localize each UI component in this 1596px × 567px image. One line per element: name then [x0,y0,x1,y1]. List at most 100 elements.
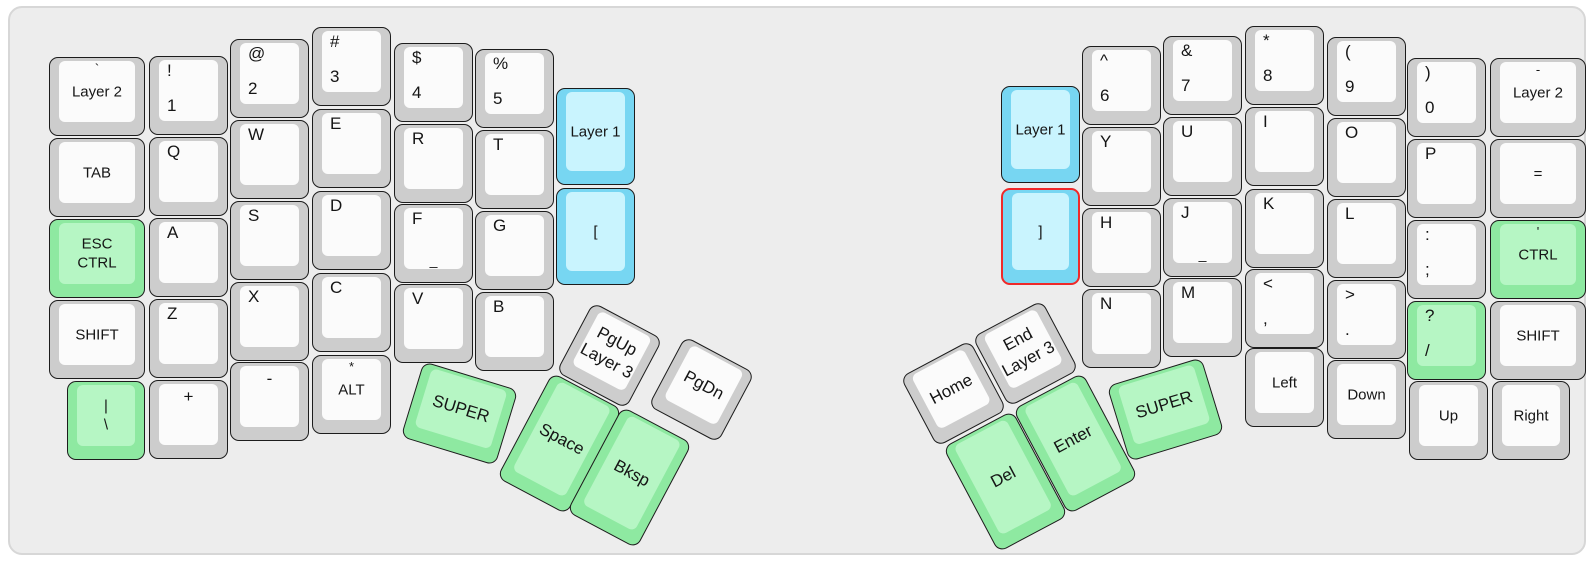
key-label: * [1263,31,1270,50]
key-label: A [167,223,179,242]
key-arrow-left[interactable]: Left [1245,348,1324,427]
key-label: F [412,209,423,228]
key-k[interactable]: K [1245,189,1324,268]
key-left-shift[interactable]: SHIFT [49,300,145,379]
key-label: ESC CTRL [77,235,117,272]
keycap-surface: W [240,124,299,185]
key-q[interactable]: Q [149,137,228,216]
keycap-surface: (9 [1337,41,1396,102]
key-3[interactable]: #3 [312,27,391,106]
key-arrow-down[interactable]: Down [1327,360,1406,439]
key-n[interactable]: N [1082,289,1161,368]
key-layer1-right[interactable]: Layer 1 [1001,86,1080,183]
key-p[interactable]: P [1407,139,1486,218]
key-super-right[interactable]: SUPER [1106,357,1225,462]
keycap-surface: SHIFT [59,304,135,365]
key-1[interactable]: !1 [149,56,228,135]
key-backtick-layer2[interactable]: `Layer 2 [49,57,145,136]
key-esc-ctrl[interactable]: ESC CTRL [49,219,145,298]
key-l[interactable]: L [1327,199,1406,278]
key-7[interactable]: &7 [1163,36,1242,115]
key-label: ' [1536,224,1540,239]
key-layer1-left[interactable]: Layer 1 [556,88,635,185]
key-equals[interactable]: = [1490,139,1586,218]
key-period[interactable]: >. [1327,280,1406,359]
key-m[interactable]: M [1163,278,1242,357]
key-pipe-backslash[interactable]: | \ [67,381,145,460]
keycap-surface: $4 [404,47,463,108]
keycap-surface: K [1255,193,1314,254]
key-c[interactable]: C [312,273,391,352]
key-t[interactable]: T [475,130,554,209]
key-right-shift[interactable]: SHIFT [1490,301,1586,380]
key-d[interactable]: D [312,191,391,270]
key-label: < [1263,274,1273,293]
key-label: + [183,387,194,406]
key-6[interactable]: ^6 [1082,46,1161,125]
key-slash[interactable]: ?/ [1407,301,1486,380]
key-label: Right [1513,406,1549,424]
key-semicolon[interactable]: :; [1407,220,1486,299]
key-9[interactable]: (9 [1327,37,1406,116]
keycap-surface: Right [1502,385,1560,446]
key-h[interactable]: H [1082,208,1161,287]
key-4[interactable]: $4 [394,43,473,122]
key-f[interactable]: F_ [394,204,473,283]
key-s[interactable]: S [230,201,309,280]
keycap-surface: X [240,286,299,347]
key-e[interactable]: E [312,109,391,188]
key-label: G [493,216,507,235]
key-o[interactable]: O [1327,118,1406,197]
key-5[interactable]: %5 [475,49,554,128]
keycap-surface: Z [159,303,218,364]
key-j[interactable]: J_ [1163,198,1242,277]
key-comma[interactable]: <, [1245,269,1324,348]
key-w[interactable]: W [230,120,309,199]
key-label: 8 [1263,66,1273,85]
key-x[interactable]: X [230,282,309,361]
key-label: : [1425,225,1430,244]
key-label: * [348,359,355,374]
key-0[interactable]: )0 [1407,58,1486,137]
key-label: E [330,114,342,133]
key-i[interactable]: I [1245,107,1324,186]
key-left-bracket[interactable]: [ [556,188,635,285]
key-label: N [1100,294,1113,313]
keycap-surface: *ALT [322,359,381,420]
key-label: Layer 1 [570,122,621,140]
key-g[interactable]: G [475,211,554,290]
key-y[interactable]: Y [1082,127,1161,206]
key-8[interactable]: *8 [1245,26,1324,105]
keycap-surface: `Layer 2 [59,61,135,122]
key-label: 5 [493,89,503,108]
key-minus-left[interactable]: - [230,362,309,441]
keycap-surface: D [322,195,381,256]
key-label: % [493,54,509,73]
key-star-alt[interactable]: *ALT [312,355,391,434]
keycap-surface: G [485,215,544,276]
keycap-surface: Y [1092,131,1151,192]
key-quote-ctrl[interactable]: 'CTRL [1490,220,1586,299]
key-right-bracket[interactable]: ] [1001,188,1080,285]
key-z[interactable]: Z [149,299,228,378]
key-v[interactable]: V [394,284,473,363]
key-arrow-right[interactable]: Right [1492,381,1570,460]
key-plus[interactable]: + [149,380,228,459]
key-label: Space [536,418,588,459]
key-super-left[interactable]: SUPER [400,361,519,466]
key-arrow-up[interactable]: Up [1409,381,1488,460]
key-2[interactable]: @2 [230,39,309,118]
key-tab[interactable]: TAB [49,138,145,217]
key-label: ` [94,61,100,76]
key-label: Del [987,462,1019,491]
key-b[interactable]: B [475,292,554,371]
key-minus-layer2[interactable]: -Layer 2 [1490,58,1586,137]
keycap-surface: O [1337,122,1396,183]
key-pgdn[interactable]: PgDn [648,336,755,443]
key-r[interactable]: R [394,124,473,203]
key-a[interactable]: A [149,218,228,297]
keycap-surface: Layer 1 [566,92,625,171]
keycap-surface: Q [159,141,218,202]
key-u[interactable]: U [1163,117,1242,196]
key-label: Down [1347,385,1386,403]
